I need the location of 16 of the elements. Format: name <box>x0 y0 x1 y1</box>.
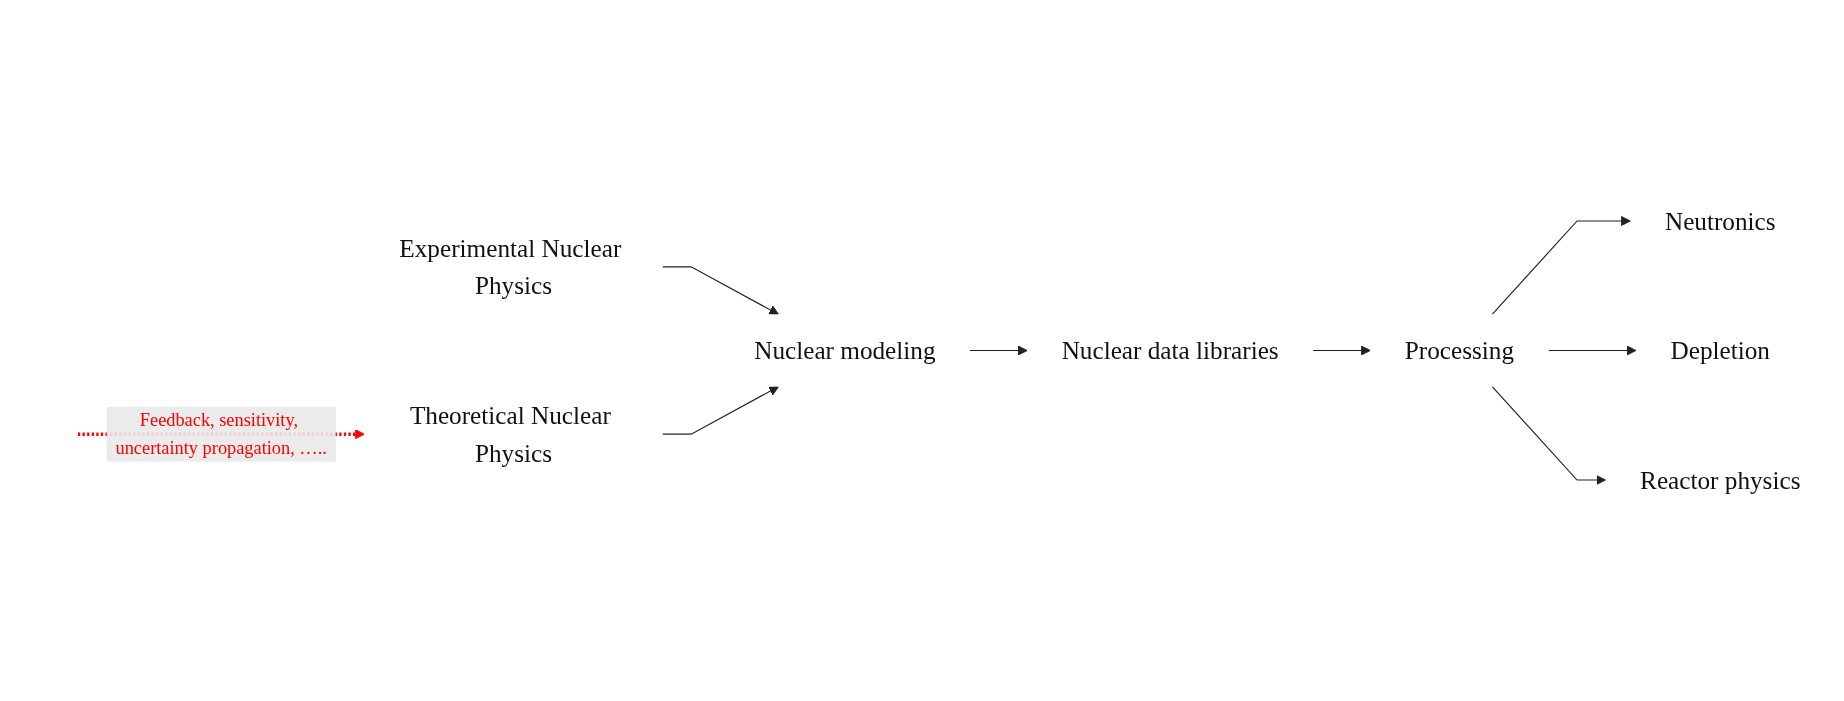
arrow <box>1491 386 1607 486</box>
node-text: Processing <box>1404 336 1515 365</box>
arrow <box>1491 215 1631 315</box>
node-text: Experimental Nuclear Physics <box>399 233 622 301</box>
arrow <box>661 386 779 435</box>
edge-label: Feedback, sensitivity, uncertainty propagation, ….. <box>115 410 327 458</box>
arrow <box>969 345 1028 356</box>
arrow <box>661 266 779 315</box>
node-text: Reactor physics <box>1640 465 1801 495</box>
node-text: Neutronics <box>1664 206 1776 236</box>
node-text: Theoretical Nuclear Physics <box>409 400 611 468</box>
node-text: Nuclear modeling <box>754 336 936 365</box>
arrow <box>1547 345 1637 356</box>
node-text: Depletion <box>1670 336 1770 365</box>
arrow <box>1312 345 1371 356</box>
node-text: Nuclear data libraries <box>1061 336 1279 365</box>
